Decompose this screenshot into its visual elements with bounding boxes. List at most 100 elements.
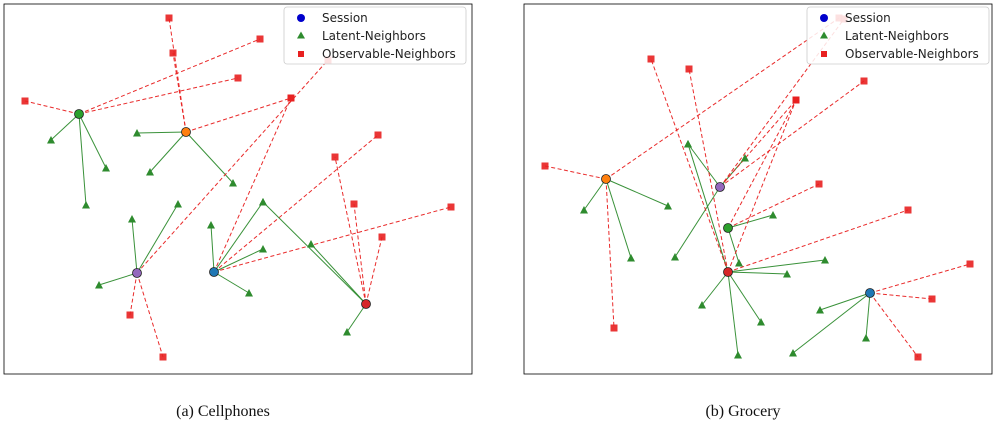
points-layer <box>21 14 455 361</box>
session-marker-2 <box>181 127 191 137</box>
observable-neighbor-marker <box>374 131 382 139</box>
observable-neighbor-marker <box>914 353 922 361</box>
panel-grocery: Session Latent-Neighbors Observable-Neig… <box>523 3 993 375</box>
latent-neighbor-marker <box>259 245 267 253</box>
legend-observable-marker <box>821 51 827 57</box>
observable-edge <box>78 77 239 115</box>
latent-edge <box>687 143 721 188</box>
latent-edge <box>78 113 87 206</box>
session-marker-5 <box>865 288 875 298</box>
latent-neighbor-marker <box>146 168 154 176</box>
latent-neighbor-marker <box>862 334 870 342</box>
observable-neighbor-marker <box>287 94 295 102</box>
latent-edge <box>262 201 367 305</box>
legend-session-marker <box>297 14 305 22</box>
session-marker-5 <box>361 299 371 309</box>
observable-edge <box>136 59 329 274</box>
latent-edge <box>727 271 762 323</box>
latent-edge <box>605 178 632 259</box>
latent-neighbor-marker <box>684 140 692 148</box>
observable-edge <box>129 272 138 316</box>
latent-edge <box>701 271 729 306</box>
plot-frame <box>3 3 473 375</box>
session-marker-4 <box>723 267 733 277</box>
latent-edge <box>865 292 871 339</box>
observable-neighbor-marker <box>904 206 912 214</box>
latent-edge <box>687 143 729 273</box>
latent-neighbor-marker <box>133 129 141 137</box>
legend: Session Latent-Neighbors Observable-Neig… <box>283 6 467 65</box>
observable-neighbor-marker <box>447 203 455 211</box>
latent-edge <box>819 292 871 311</box>
latent-neighbor-marker <box>671 253 679 261</box>
latent-edge <box>583 178 607 211</box>
observable-neighbor-marker <box>792 96 800 104</box>
latent-neighbor-marker <box>783 270 791 278</box>
latent-neighbor-marker <box>82 201 90 209</box>
latent-neighbor-marker <box>627 254 635 262</box>
edges-layer <box>24 17 452 358</box>
observable-edge <box>353 203 367 305</box>
legend-session-marker <box>820 14 828 22</box>
observable-edge <box>213 97 292 273</box>
observable-edge <box>650 58 729 273</box>
latent-neighbor-marker <box>734 351 742 359</box>
legend-session-label: Session <box>322 11 368 25</box>
observable-edge <box>365 236 383 305</box>
observable-neighbor-marker <box>256 35 264 43</box>
latent-edge <box>149 131 187 173</box>
latent-edge <box>727 271 739 356</box>
latent-neighbor-marker <box>229 179 237 187</box>
caption-b: (b) Grocery <box>705 403 780 420</box>
observable-neighbor-marker <box>647 55 655 63</box>
observable-neighbor-marker <box>378 233 386 241</box>
latent-neighbor-marker <box>95 281 103 289</box>
legend-observable-label: Observable-Neighbors <box>322 47 456 61</box>
observable-edge <box>24 100 80 115</box>
session-marker-2 <box>715 182 725 192</box>
panel-cellphones: Session Latent-Neighbors Observable-Neig… <box>3 3 473 375</box>
observable-neighbor-marker <box>21 97 29 105</box>
observable-edge <box>172 52 187 133</box>
observable-neighbor-marker <box>685 65 693 73</box>
latent-edge <box>210 224 215 273</box>
observable-edge <box>136 272 164 358</box>
latent-neighbor-marker <box>47 136 55 144</box>
latent-neighbor-marker <box>307 240 315 248</box>
observable-edge <box>727 99 797 229</box>
latent-edge <box>346 303 367 333</box>
observable-edge <box>213 134 379 273</box>
observable-neighbor-marker <box>966 260 974 268</box>
observable-edge <box>719 18 845 188</box>
observable-neighbor-marker <box>610 324 618 332</box>
latent-edge <box>136 131 187 134</box>
latent-neighbor-marker <box>789 349 797 357</box>
latent-neighbor-marker <box>698 301 706 309</box>
latent-edge <box>727 214 774 229</box>
legend-latent-marker <box>820 31 828 39</box>
latent-edge <box>213 271 250 294</box>
latent-edge <box>310 243 367 305</box>
plot-frame <box>523 3 993 375</box>
observable-neighbor-marker <box>169 49 177 57</box>
legend-session-label: Session <box>845 11 891 25</box>
latent-neighbor-marker <box>769 211 777 219</box>
latent-neighbor-marker <box>664 202 672 210</box>
latent-neighbor-marker <box>741 154 749 162</box>
latent-edge <box>792 292 871 354</box>
observable-edge <box>719 80 865 188</box>
observable-edge <box>869 292 933 300</box>
observable-edge <box>727 99 797 273</box>
session-marker-3 <box>723 223 733 233</box>
observable-edge <box>213 206 452 273</box>
latent-neighbor-marker <box>580 206 588 214</box>
latent-edge <box>605 178 669 207</box>
observable-neighbor-marker <box>331 153 339 161</box>
observable-edge <box>78 38 261 115</box>
latent-neighbor-marker <box>735 259 743 267</box>
observable-edge <box>544 165 607 180</box>
latent-edge <box>213 248 264 273</box>
latent-neighbor-marker <box>102 164 110 172</box>
observable-edge <box>185 97 292 133</box>
observable-neighbor-marker <box>126 311 134 319</box>
